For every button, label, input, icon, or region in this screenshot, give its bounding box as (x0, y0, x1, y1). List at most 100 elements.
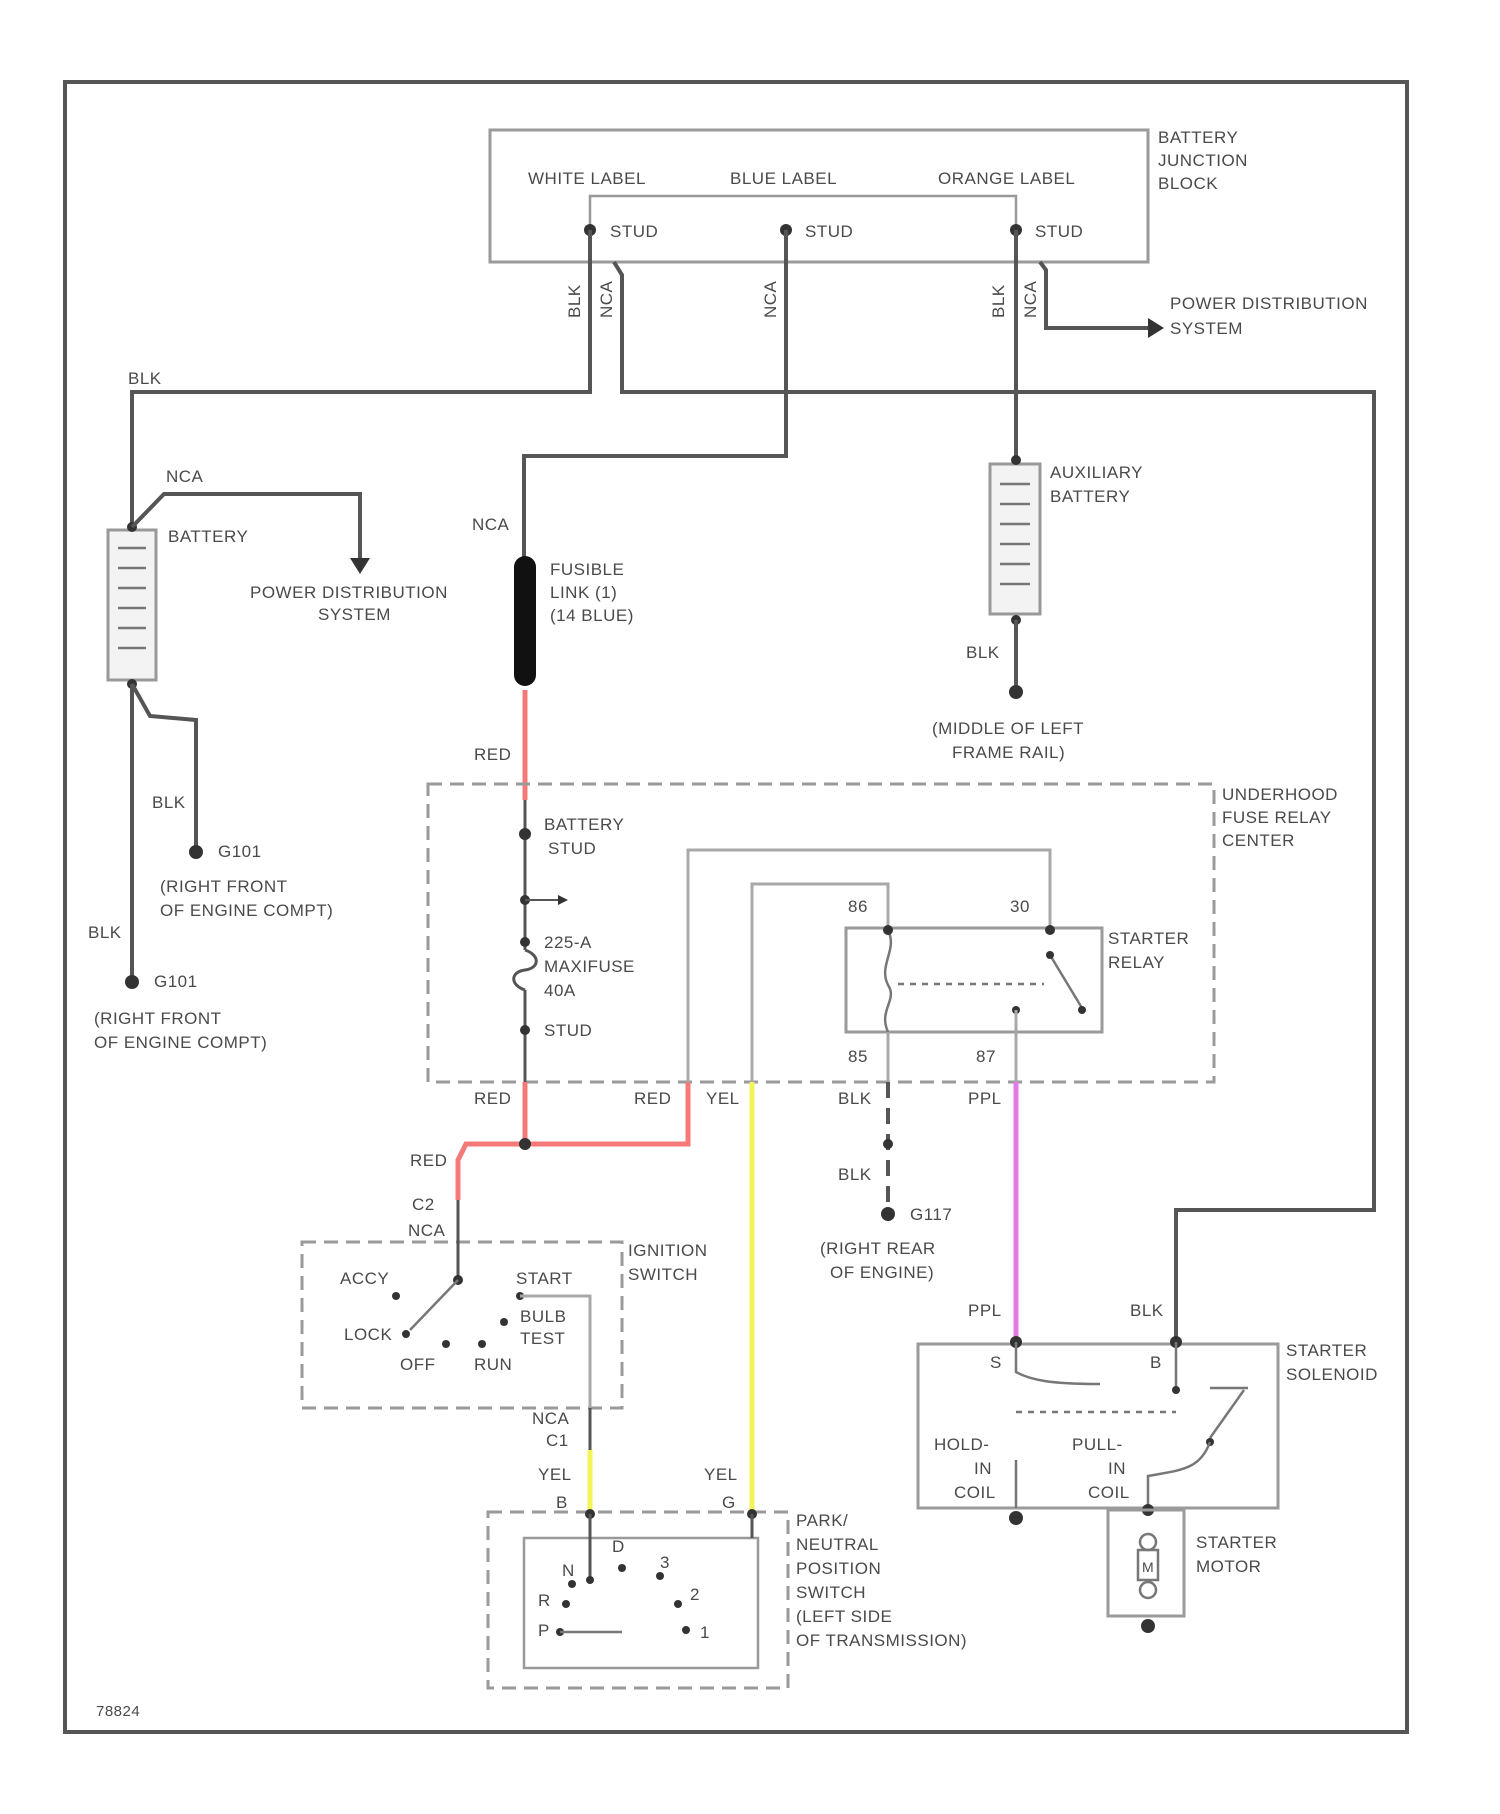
starter-relay: STARTER RELAY 86 30 85 87 (846, 897, 1189, 1066)
ignition-lock: LOCK (344, 1325, 392, 1344)
white-label: WHITE LABEL (528, 169, 646, 188)
starter-relay-title-2: RELAY (1108, 953, 1165, 972)
solenoid-hold-ground (1009, 1511, 1023, 1525)
fuse-center-title-2: FUSE RELAY (1222, 808, 1332, 827)
power-distribution-battery-2: SYSTEM (318, 605, 391, 624)
fusible-link-label-3: (14 BLUE) (550, 606, 634, 625)
wire-label-ppl-2: PPL (968, 1301, 1002, 1320)
relay-pin-85: 85 (848, 1047, 868, 1066)
ground-left-frame-1: (MIDDLE OF LEFT (932, 719, 1084, 738)
wire-label-ppl-1: PPL (968, 1089, 1002, 1108)
blue-label: BLUE LABEL (730, 169, 837, 188)
solenoid-hold-in-3: COIL (954, 1483, 996, 1502)
aux-battery-label-2: BATTERY (1050, 487, 1130, 506)
wire-label-blk-vert-1: BLK (565, 284, 584, 318)
ignition-start: START (516, 1269, 573, 1288)
pnp-title-1: PARK/ (796, 1511, 848, 1530)
relay-pin-86: 86 (848, 897, 868, 916)
ground-g101b-id: G101 (154, 972, 198, 991)
solenoid-pin-b: B (1150, 1353, 1162, 1372)
fuse-center-stud-label: STUD (544, 1021, 592, 1040)
solenoid-hold-in-2: IN (974, 1459, 992, 1478)
pnp-pos-n: N (562, 1561, 575, 1580)
ignition-bulb-test-2: TEST (520, 1329, 565, 1348)
park-neutral-position-switch: B G D N 3 R 2 P 1 PARK/ NEUTRAL POSITION… (488, 1493, 967, 1688)
pnp-pos-p: P (538, 1621, 550, 1640)
power-distribution-top-2: SYSTEM (1170, 319, 1243, 338)
wire-label-nca-fusible: NCA (472, 515, 510, 534)
wire-label-blk-left: BLK (128, 369, 162, 388)
solenoid-title-1: STARTER (1286, 1341, 1367, 1360)
pnp-pos-2: 2 (690, 1585, 700, 1604)
pnp-title-5: (LEFT SIDE (796, 1607, 892, 1626)
fusible-link-label-1: FUSIBLE (550, 560, 624, 579)
ground-g117-id: G117 (910, 1205, 952, 1224)
orange-label: ORANGE LABEL (938, 169, 1075, 188)
ground-g101b-location-2: OF ENGINE COMPT) (94, 1033, 267, 1052)
wire-label-nca-vert-3: NCA (1021, 280, 1040, 318)
ground-g101b-point (125, 975, 139, 989)
wire-label-nca-vert-1: NCA (597, 280, 616, 318)
wire-label-blk-vert-3: BLK (989, 284, 1008, 318)
ground-g101-location-2: OF ENGINE COMPT) (160, 901, 333, 920)
wire-label-red-1: RED (474, 1089, 511, 1108)
solenoid-hold-in-1: HOLD- (934, 1435, 989, 1454)
starter-motor-title-2: MOTOR (1196, 1557, 1261, 1576)
solenoid-title-2: SOLENOID (1286, 1365, 1378, 1384)
wire-label-red-3: RED (410, 1151, 447, 1170)
junction-block-title-3: BLOCK (1158, 174, 1218, 193)
pnp-pin-g: G (722, 1493, 736, 1512)
junction-block-title-1: BATTERY (1158, 128, 1238, 147)
solenoid-pull-in-1: PULL- (1072, 1435, 1123, 1454)
fuse-center-title-3: CENTER (1222, 831, 1295, 850)
wire-label-blk-aux: BLK (966, 643, 1000, 662)
wire-label-red-fusible: RED (474, 745, 511, 764)
pnp-title-4: SWITCH (796, 1583, 866, 1602)
stud-blue-label: STUD (805, 222, 853, 241)
page-code: 78824 (96, 1703, 140, 1720)
ground-g101-location-1: (RIGHT FRONT (160, 877, 288, 896)
starter-relay-title-1: STARTER (1108, 929, 1189, 948)
wire-to-power-distribution-top (1040, 262, 1148, 328)
wire-red-splice-to-ignition (458, 1144, 525, 1200)
wire-label-yel-3: YEL (704, 1465, 738, 1484)
ground-g101-point (189, 845, 203, 859)
battery-stud-label-2: STUD (548, 839, 596, 858)
pnp-pin-b: B (556, 1493, 568, 1512)
arrow-power-distribution-top (1148, 318, 1164, 338)
pnp-pos-3: 3 (660, 1553, 670, 1572)
fusible-link-label-2: LINK (1) (550, 583, 617, 602)
wire-label-blk-85: BLK (838, 1089, 872, 1108)
battery-label: BATTERY (168, 527, 248, 546)
ignition-bulb-test-1: BULB (520, 1307, 566, 1326)
stud-white-label: STUD (610, 222, 658, 241)
battery-stud-label-1: BATTERY (544, 815, 624, 834)
solenoid-pull-in-2: IN (1108, 1459, 1126, 1478)
wire-label-nca-battery: NCA (166, 467, 204, 486)
maxifuse-label-2: MAXIFUSE (544, 957, 635, 976)
solenoid-pin-s: S (990, 1353, 1002, 1372)
wire-label-blk-solenoid: BLK (1130, 1301, 1164, 1320)
fusible-link (514, 556, 536, 686)
relay-pin-87: 87 (976, 1047, 996, 1066)
wire-label-blk-g101b: BLK (88, 923, 122, 942)
pnp-pos-d: D (612, 1537, 625, 1556)
starter-motor: M STARTER MOTOR (1108, 1510, 1277, 1633)
ground-g101b-location-1: (RIGHT FRONT (94, 1009, 222, 1028)
wire-label-yel-1: YEL (706, 1089, 740, 1108)
wire-nca-blue-stud-to-fusible-link (524, 230, 786, 560)
ignition-pin-c1: C1 (546, 1431, 569, 1450)
ground-left-frame-point (1009, 685, 1023, 699)
pnp-title-3: POSITION (796, 1559, 881, 1578)
ground-g117-location-2: OF ENGINE) (830, 1263, 934, 1282)
pnp-title-2: NEUTRAL (796, 1535, 879, 1554)
fuse-center-title-1: UNDERHOOD (1222, 785, 1338, 804)
aux-battery-label-1: AUXILIARY (1050, 463, 1143, 482)
wire-label-yel-2: YEL (538, 1465, 572, 1484)
maxifuse-symbol (514, 950, 537, 990)
ignition-accy: ACCY (340, 1269, 389, 1288)
ignition-switch-title-1: IGNITION (628, 1241, 708, 1260)
battery-junction-block: BATTERY JUNCTION BLOCK WHITE LABEL BLUE … (490, 128, 1248, 262)
wire-label-nca-c1: NCA (532, 1409, 570, 1428)
